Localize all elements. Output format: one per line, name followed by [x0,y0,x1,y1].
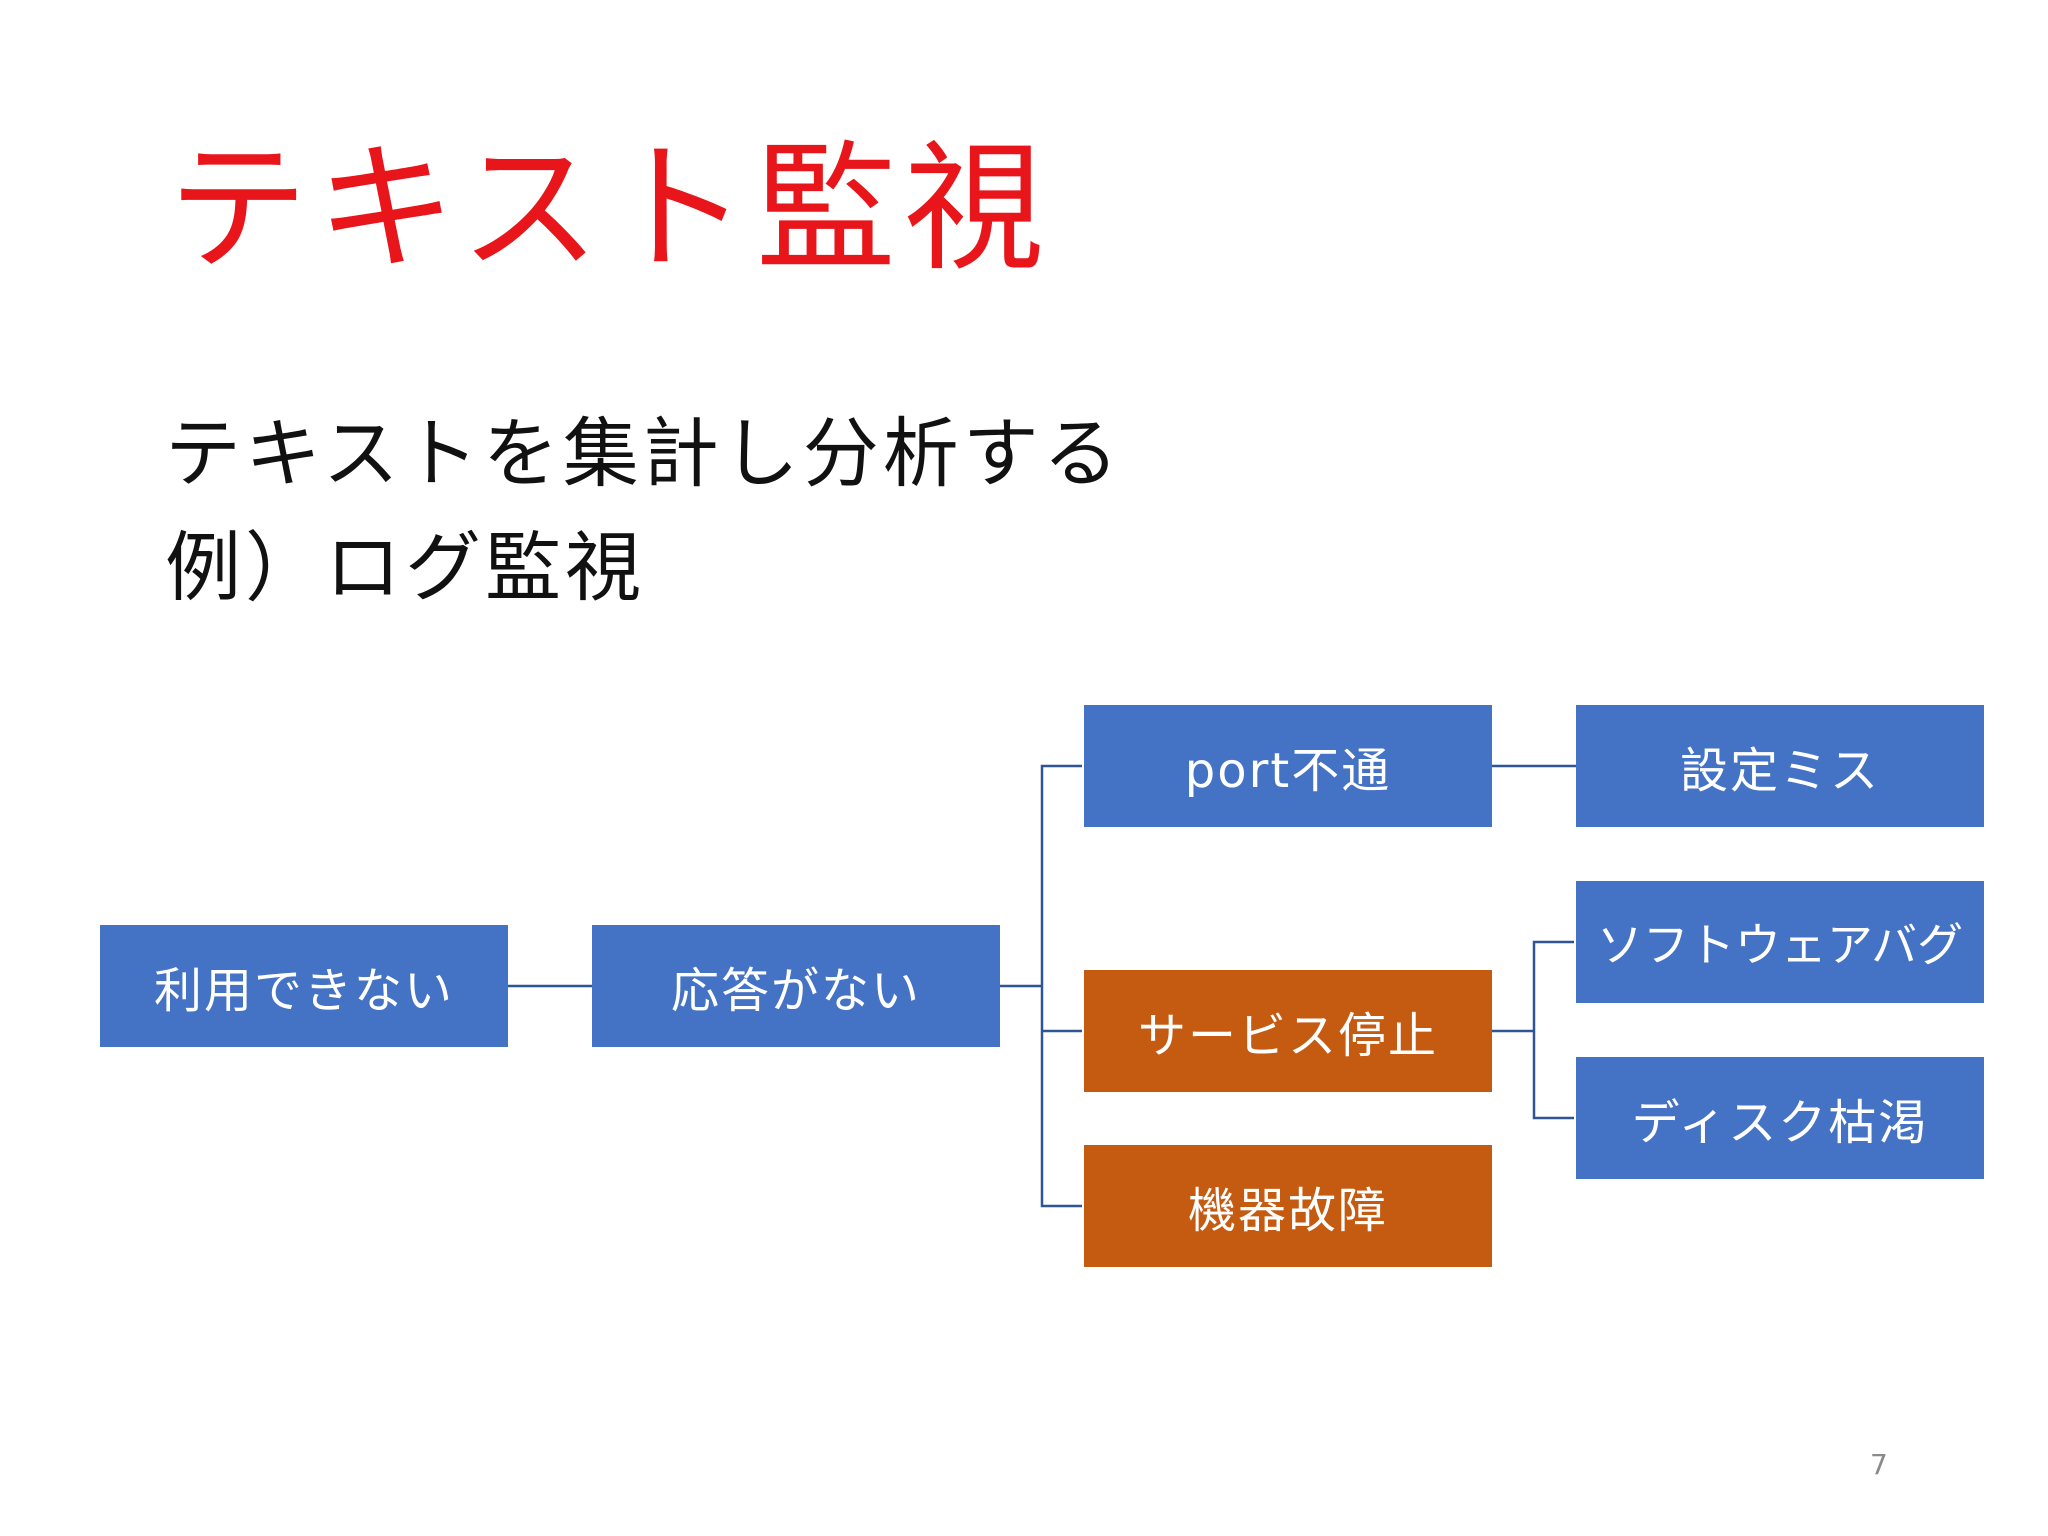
node-unavailable: 利用できない [100,925,508,1047]
node-port-unreachable: port不通 [1084,705,1492,827]
body-line-1: テキストを集計し分析する [165,409,1123,498]
edge-service-branches [1532,940,1574,1120]
node-config-error: 設定ミス [1576,705,1984,827]
node-disk-full: ディスク枯渇 [1576,1057,1984,1179]
edge-no-response-branches [1040,764,1082,1208]
node-software-bug: ソフトウェアバグ [1576,881,1984,1003]
body-line-2: 例）ログ監視 [165,523,645,612]
node-device-failure: 機器故障 [1084,1145,1492,1267]
node-no-response: 応答がない [592,925,1000,1047]
slide-title: テキスト監視 [168,128,1052,291]
page-number: 7 [1870,1448,1888,1481]
node-service-stopped: サービス停止 [1084,970,1492,1092]
